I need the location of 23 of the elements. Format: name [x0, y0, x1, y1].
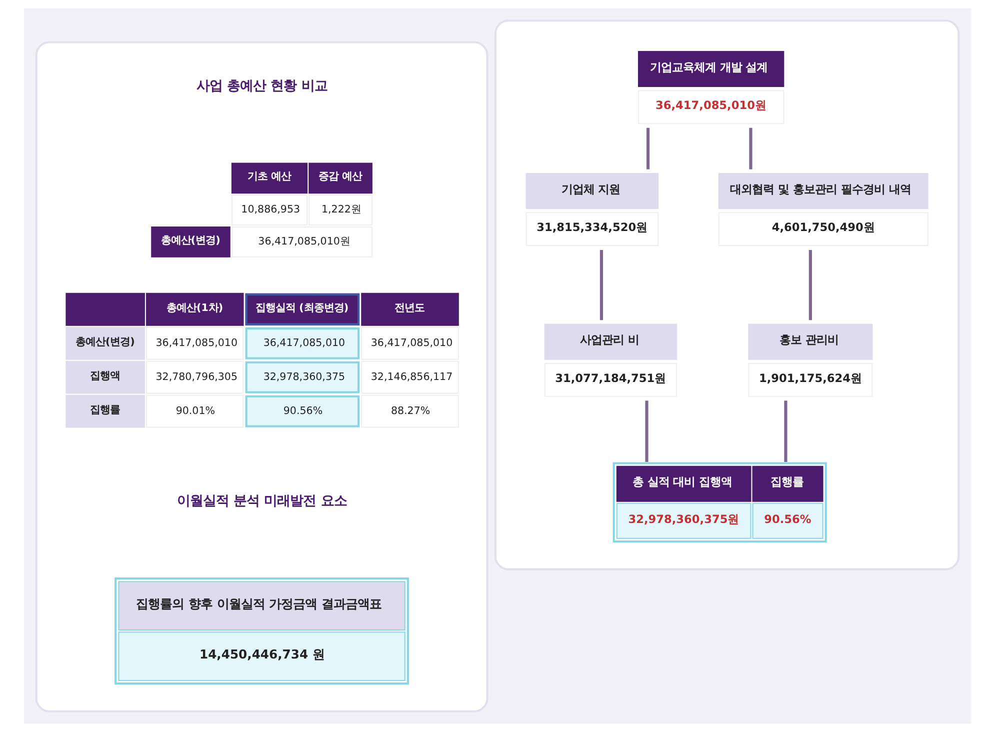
label: 사업 총예산 현황 비교	[196, 79, 327, 94]
label: 집행액	[89, 370, 120, 382]
label: 32,780,796,305	[155, 370, 238, 383]
label: 총예산(1차)	[166, 302, 223, 314]
label: 집행실적 (최종변경)	[255, 302, 348, 314]
label: 90.01%	[175, 404, 215, 417]
label: 36,417,085,010	[370, 336, 452, 349]
label: 36,417,085,010	[262, 336, 345, 349]
label: 36,417,085,010	[155, 336, 238, 349]
label: 1,222원	[320, 204, 360, 216]
label: 10,886,953	[240, 204, 300, 216]
label: 기초 예산	[246, 170, 290, 183]
label: 90.56%	[282, 404, 322, 417]
label: 32,146,856,117	[370, 370, 452, 383]
label: 전년도	[394, 302, 424, 314]
label: 32,978,360,375	[262, 370, 345, 383]
label: 증감 예산	[318, 170, 362, 183]
label: 이월실적 분석 미래발전 요소	[176, 494, 346, 509]
label: 총예산(변경)	[74, 336, 134, 348]
label: 총예산(변경)	[160, 234, 220, 247]
label: 88.27%	[390, 404, 430, 417]
label: 집행률	[89, 404, 120, 416]
label: 36,417,085,010원	[258, 236, 350, 248]
